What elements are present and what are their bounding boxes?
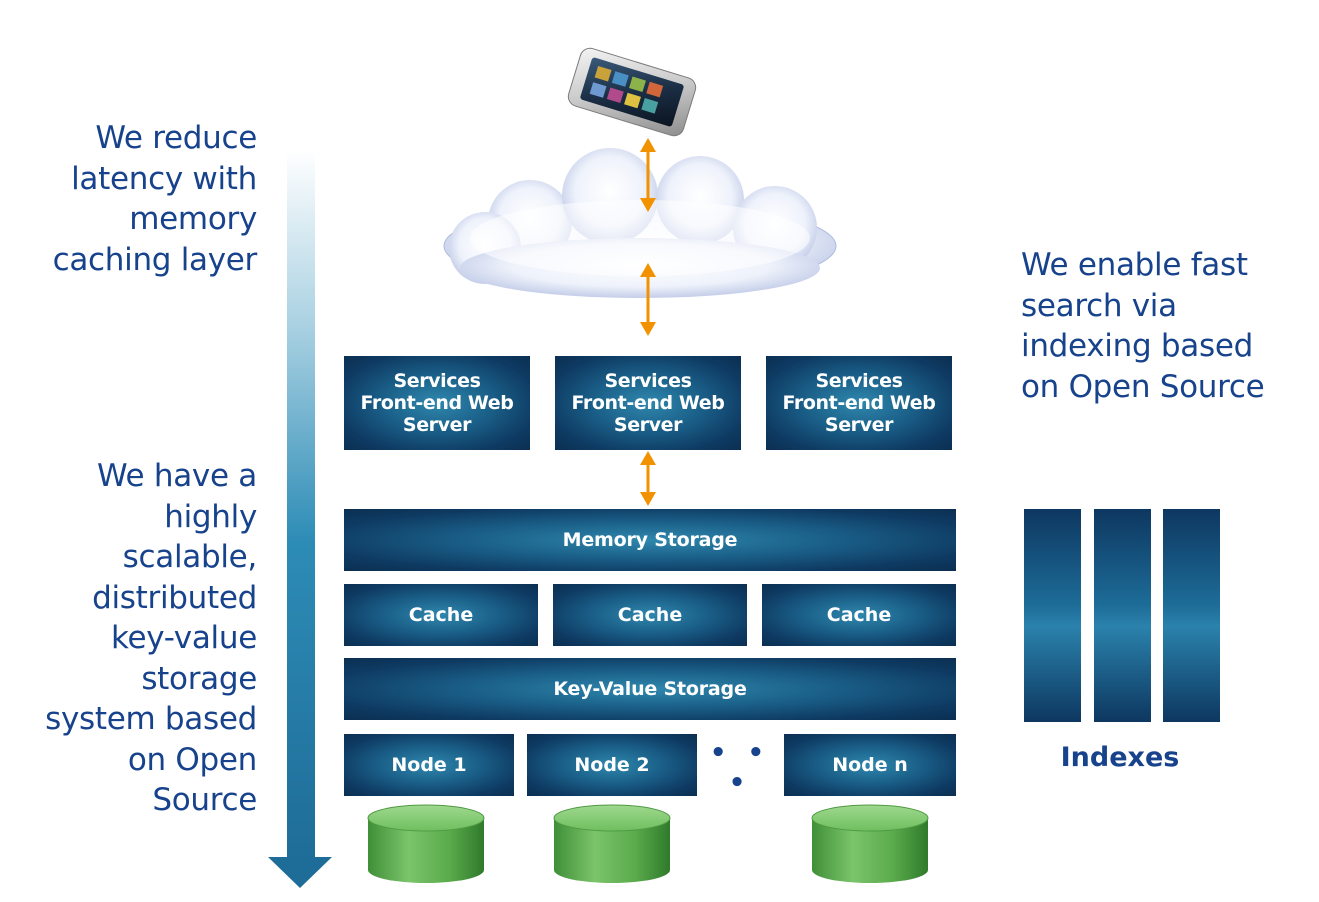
server-label-line: Server (824, 414, 894, 436)
cache-box: Cache (344, 584, 538, 646)
caption-line: We enable fast (1021, 247, 1248, 283)
server-label-line: Services (815, 370, 903, 392)
cache-box: Cache (762, 584, 956, 646)
caption-line: Source (152, 782, 257, 818)
caption-line: key-value (110, 620, 257, 656)
latency-caption: We reduce latency with memory caching la… (10, 118, 258, 280)
web-server-box: Services Front-end Web Server (344, 356, 530, 450)
server-label-line: Server (613, 414, 683, 436)
caption-line: search via (1021, 287, 1177, 324)
server-label-line: Services (604, 370, 692, 392)
caption-line: indexing based (1021, 328, 1253, 364)
caption-line: memory (129, 201, 257, 237)
caption-line: on Open Source (1021, 368, 1265, 405)
indexes-label: Indexes (1060, 742, 1180, 773)
caption-line: on Open (127, 741, 257, 778)
bidirectional-arrow-icon (640, 451, 656, 506)
caption-line: highly (164, 498, 257, 535)
caption-line: We have a (97, 458, 257, 494)
caption-line: latency with (71, 160, 257, 197)
caption-line: We reduce (95, 120, 257, 156)
index-column (1094, 509, 1151, 722)
web-server-box: Services Front-end Web Server (555, 356, 741, 450)
caption-line: scalable, (122, 539, 258, 575)
smartphone-icon (567, 47, 697, 137)
bidirectional-arrow-icon (640, 138, 656, 212)
web-server-box: Services Front-end Web Server (766, 356, 952, 450)
cache-box: Cache (553, 584, 747, 646)
memory-storage-layer: Memory Storage (344, 509, 956, 571)
node-box: Node 1 (344, 734, 514, 796)
index-column (1163, 509, 1220, 722)
node-box: Node 2 (527, 734, 697, 796)
node-box: Node n (784, 734, 956, 796)
storage-caption: We have a highly scalable, distributed k… (10, 456, 257, 821)
search-caption: We enable fast search via indexing based… (1021, 245, 1311, 407)
caption-line: distributed (92, 579, 257, 616)
key-value-storage-layer: Key-Value Storage (344, 658, 956, 720)
database-disk-icon (811, 804, 929, 883)
index-column (1024, 509, 1081, 722)
caption-line: system based (45, 701, 257, 737)
database-disk-icon (367, 804, 485, 883)
server-label-line: Server (402, 414, 472, 436)
server-label-line: Front-end Web (782, 392, 936, 414)
cloud-icon (443, 148, 837, 298)
server-label-line: Services (393, 370, 481, 392)
database-disk-icon (553, 804, 671, 883)
down-arrow-icon (268, 150, 332, 888)
caption-line: storage (141, 660, 257, 697)
caption-line: caching layer (52, 241, 258, 278)
server-label-line: Front-end Web (571, 392, 725, 414)
bidirectional-arrow-icon (640, 263, 656, 336)
server-label-line: Front-end Web (360, 392, 514, 414)
ellipsis: • • • (709, 738, 771, 798)
